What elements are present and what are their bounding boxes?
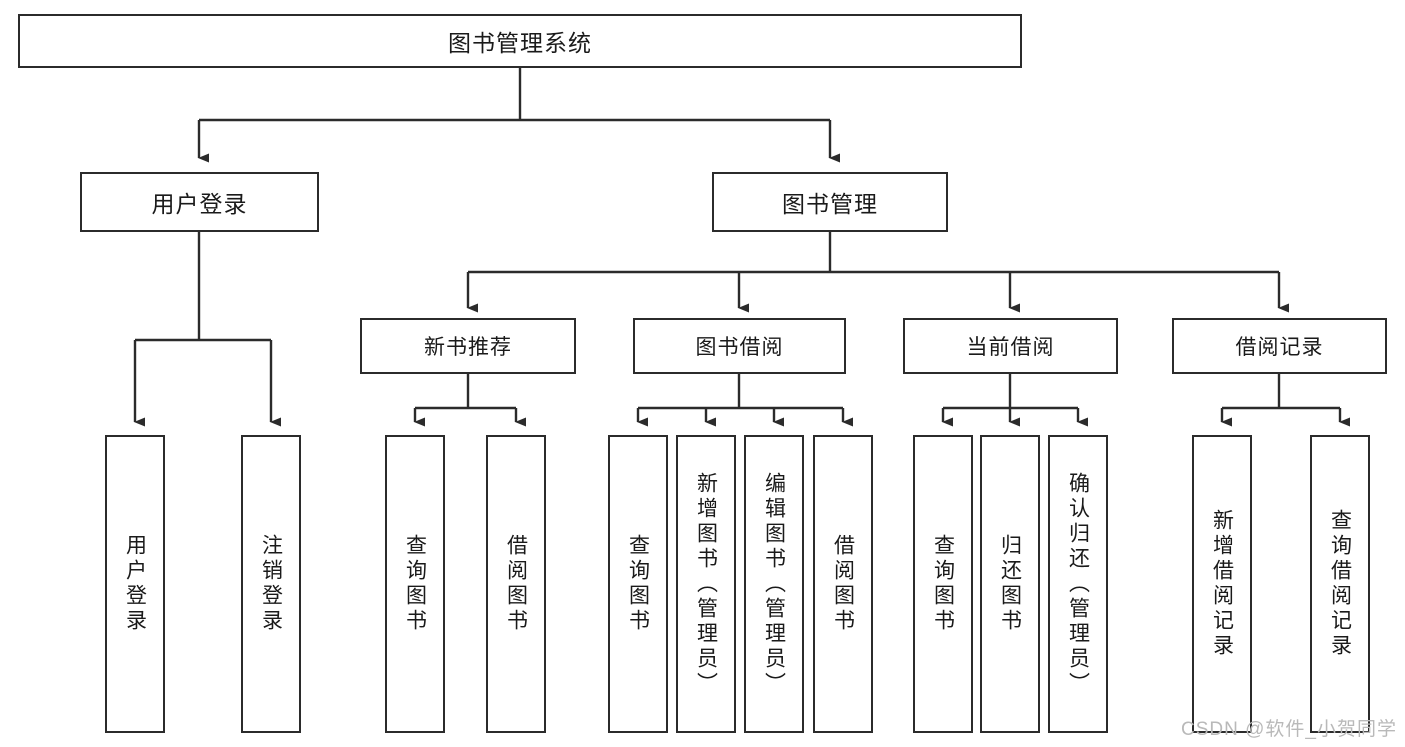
leaf-current-query-book[interactable]: 查询图书 xyxy=(913,435,973,733)
leaf-label: 新增图书（管理员） xyxy=(694,471,718,697)
leaf-label: 查询图书 xyxy=(403,534,427,634)
node-user-login-label: 用户登录 xyxy=(151,191,248,217)
node-current-borrow[interactable]: 当前借阅 xyxy=(903,318,1118,374)
leaf-recommend-query-book[interactable]: 查询图书 xyxy=(385,435,445,733)
leaf-borrow-edit-book-admin[interactable]: 编辑图书（管理员） xyxy=(744,435,804,733)
leaf-user-login-login[interactable]: 用户登录 xyxy=(105,435,165,733)
node-book-management-label: 图书管理 xyxy=(782,191,878,217)
node-book-borrow[interactable]: 图书借阅 xyxy=(633,318,846,374)
leaf-label: 编辑图书（管理员） xyxy=(762,471,786,697)
node-borrow-record-label: 借阅记录 xyxy=(1235,336,1324,359)
leaf-label: 归还图书 xyxy=(998,534,1022,634)
leaf-label: 查询图书 xyxy=(626,534,650,634)
leaf-borrow-add-book-admin[interactable]: 新增图书（管理员） xyxy=(676,435,736,733)
node-user-login[interactable]: 用户登录 xyxy=(80,172,319,232)
node-book-management[interactable]: 图书管理 xyxy=(712,172,948,232)
node-new-book-recommend-label: 新书推荐 xyxy=(424,336,512,359)
leaf-current-return-book[interactable]: 归还图书 xyxy=(980,435,1040,733)
leaf-record-add-record[interactable]: 新增借阅记录 xyxy=(1192,435,1252,733)
leaf-borrow-query-book[interactable]: 查询图书 xyxy=(608,435,668,733)
leaf-label: 借阅图书 xyxy=(504,534,528,634)
leaf-label: 新增借阅记录 xyxy=(1210,509,1234,659)
leaf-label: 确认归还（管理员） xyxy=(1066,471,1090,697)
leaf-label: 查询图书 xyxy=(931,534,955,634)
leaf-label: 查询借阅记录 xyxy=(1328,509,1352,659)
leaf-user-login-logout[interactable]: 注销登录 xyxy=(241,435,301,733)
node-current-borrow-label: 当前借阅 xyxy=(966,336,1055,359)
watermark: CSDN @软件_小贺同学 xyxy=(1181,719,1397,740)
leaf-label: 注销登录 xyxy=(259,534,283,634)
node-root-label: 图书管理系统 xyxy=(448,30,592,56)
leaf-current-confirm-return-admin[interactable]: 确认归还（管理员） xyxy=(1048,435,1108,733)
leaf-label: 用户登录 xyxy=(123,534,147,634)
leaf-borrow-borrow-book[interactable]: 借阅图书 xyxy=(813,435,873,733)
node-book-borrow-label: 图书借阅 xyxy=(695,336,784,359)
node-borrow-record[interactable]: 借阅记录 xyxy=(1172,318,1387,374)
node-root[interactable]: 图书管理系统 xyxy=(18,14,1022,68)
leaf-recommend-borrow-book[interactable]: 借阅图书 xyxy=(486,435,546,733)
leaf-label: 借阅图书 xyxy=(831,534,855,634)
node-new-book-recommend[interactable]: 新书推荐 xyxy=(360,318,576,374)
leaf-record-query-record[interactable]: 查询借阅记录 xyxy=(1310,435,1370,733)
